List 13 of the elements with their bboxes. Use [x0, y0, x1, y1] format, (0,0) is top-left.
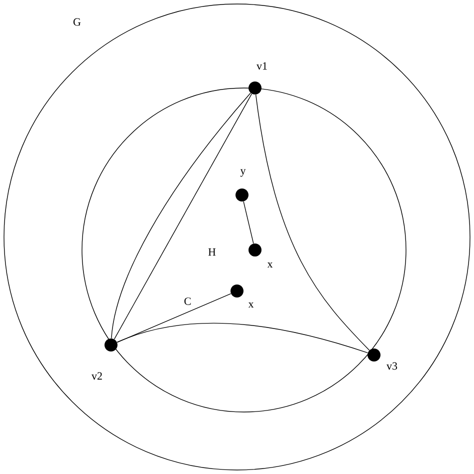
- edge-label: C: [184, 298, 191, 305]
- vertex-label: v2: [92, 372, 102, 380]
- region-label: G: [73, 18, 81, 26]
- vertex-label: x: [248, 302, 254, 308]
- edge-line: [116, 293, 232, 343]
- vertex-label: y: [240, 169, 246, 177]
- vertex-label: v1: [256, 62, 267, 70]
- region-label: H: [208, 248, 216, 256]
- vertex-label: x: [267, 262, 273, 268]
- vertex-label: v3: [386, 362, 398, 370]
- edge-line: [243, 201, 254, 244]
- edge-line: [255, 94, 370, 351]
- edge-line: [116, 323, 368, 354]
